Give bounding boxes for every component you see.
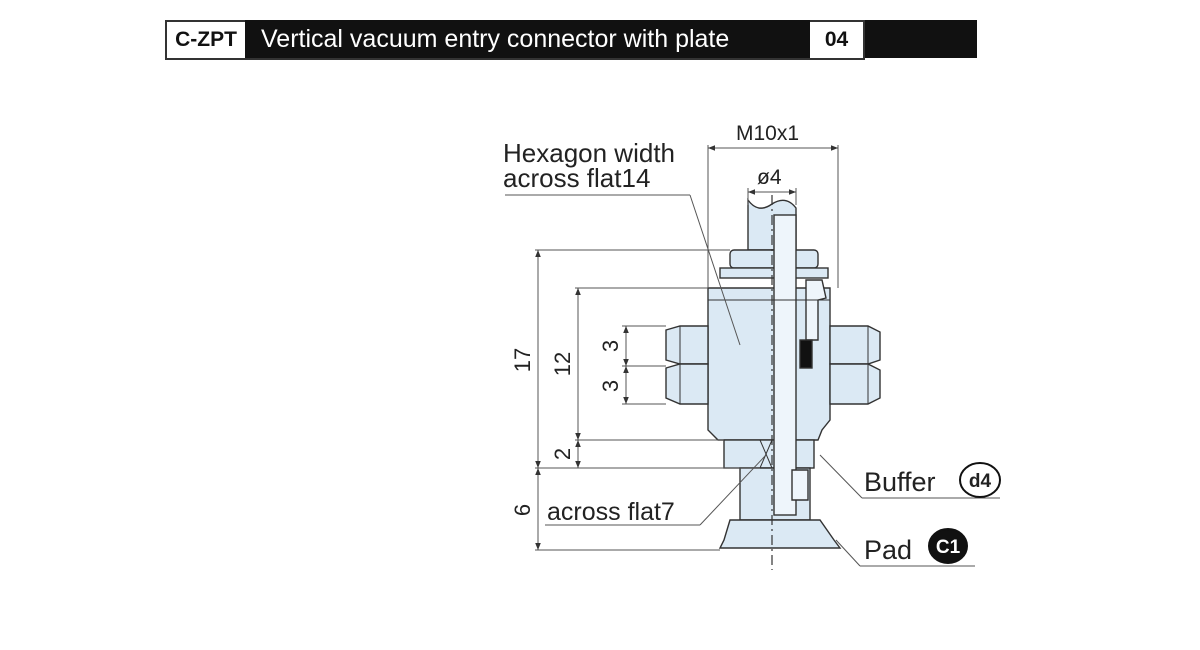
pad-badge: C1	[936, 537, 961, 558]
page-number: 04	[810, 20, 865, 58]
buffer-badge: d4	[969, 471, 992, 492]
pad-label: Pad	[864, 535, 912, 565]
dim-3-lower: 3	[598, 380, 623, 392]
across-flat-small-label: across flat7	[547, 498, 675, 526]
model-code: C-ZPT	[165, 20, 245, 58]
dim-17: 17	[510, 348, 535, 372]
dim-12: 12	[550, 352, 575, 376]
hex-label-line2: across flat14	[503, 163, 650, 193]
dim-3-upper: 3	[598, 340, 623, 352]
connector-body	[665, 197, 881, 549]
thread-label: M10x1	[736, 122, 799, 145]
diameter-label: ø4	[757, 166, 782, 189]
pad-badge-circle	[928, 528, 968, 564]
page-header: Vertical vacuum entry connector with pla…	[165, 20, 977, 60]
buffer-label: Buffer	[864, 467, 936, 497]
dim-6: 6	[510, 504, 535, 516]
dim-2: 2	[550, 448, 575, 460]
buffer-badge-circle	[959, 462, 1001, 498]
dimension-lines	[505, 145, 1000, 567]
hex-label-line1: Hexagon width	[503, 138, 675, 168]
